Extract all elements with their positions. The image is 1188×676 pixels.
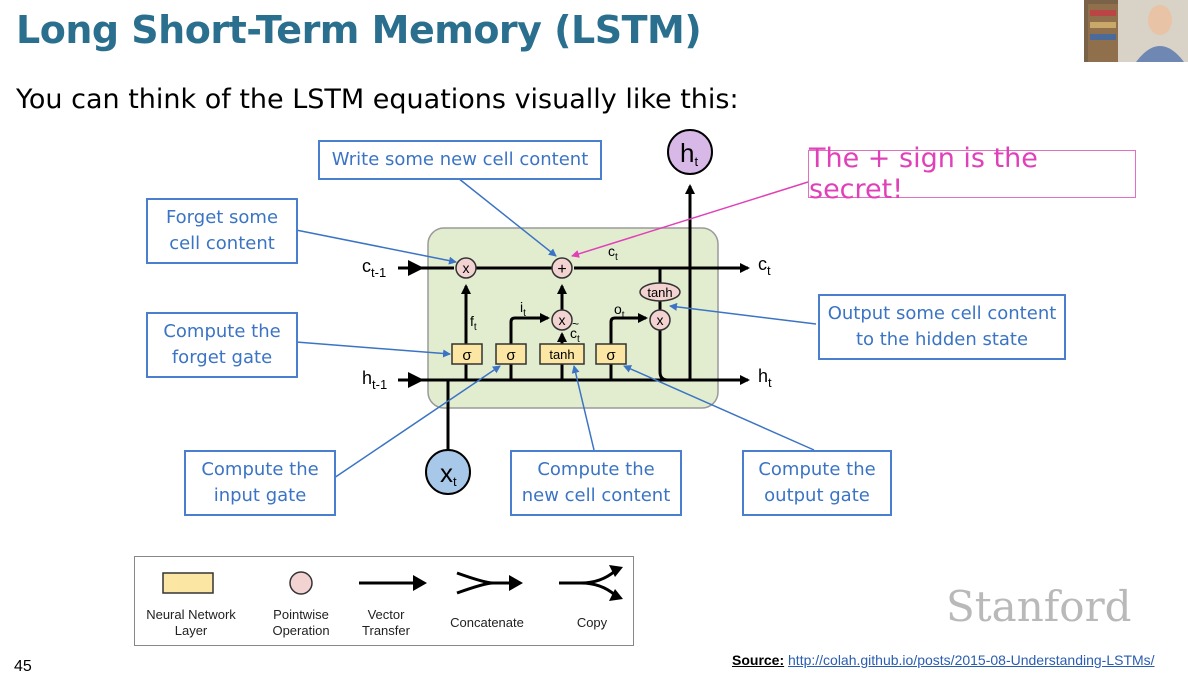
callout-output-cell-line1: Output some cell content [827,303,1057,324]
multiply-symbol: x [657,312,664,328]
h-prev-label: ht-1 [362,368,387,392]
callout-output-cell-line2: to the hidden state [855,329,1029,350]
callout-input-gate-line1: Compute the [201,459,319,480]
input-multiply-op: x [551,309,573,331]
h-out-label: ht [758,366,772,390]
callout-write-text: Write some new cell content [331,149,589,170]
pointwise-legend-icon [289,571,313,595]
ctilde-label: ct [570,325,580,345]
layer-legend-icon [162,572,214,594]
svg-text:ht: ht [680,138,698,169]
tanh-layer-label: tanh [549,347,574,362]
forget-multiply-op: x [455,257,477,279]
input-gate-pointer [333,365,501,479]
f-label: ft [470,313,477,333]
source-link[interactable]: http://colah.github.io/posts/2015-08-Und… [788,652,1155,668]
stanford-watermark: Stanford [946,582,1132,631]
slide-number: 45 [14,658,32,675]
source-citation: Source: http://colah.github.io/posts/201… [732,652,1155,668]
write-pointer [457,177,557,257]
output-cell-pointer [669,302,817,325]
callout-new-cell-line1: Compute the [537,459,655,480]
callout-forget-gate-line1: Compute the [163,321,281,342]
sigma-label: σ [462,347,472,364]
new-cell-pointer [571,365,595,451]
source-label: Source: [732,652,785,668]
tilde-mark: ~ [572,317,579,331]
input-gate-layer: σ [495,343,527,365]
slide-title: Long Short-Term Memory (LSTM) [16,8,702,52]
callout-input-gate-line2: input gate [213,485,307,506]
callout-output-gate: Compute the output gate [742,450,892,516]
callout-output-gate-line2: output gate [764,485,870,506]
i-label: it [520,299,526,319]
callout-output-gate-line1: Compute the [758,459,876,480]
forget-pointer [295,229,457,265]
sigma-label: σ [506,347,516,364]
multiply-symbol: x [559,312,566,328]
callout-output-cell: Output some cell content to the hidden s… [818,294,1066,360]
callout-forget-line1: Forget some [165,207,279,228]
sigma-label: σ [606,347,616,364]
o-label: ot [614,301,625,321]
forget-gate-pointer [295,341,451,358]
legend-symbols [162,565,623,601]
candidate-layer: tanh [539,343,585,365]
forget-gate-layer: σ [451,343,483,365]
plus-op: + [551,257,573,279]
concatenate-icon [456,571,523,595]
callout-new-cell-line2: new cell content [521,485,671,506]
callout-forget: Forget some cell content [146,198,298,264]
tanh-op: tanh [639,282,681,302]
callout-forget-gate-line2: forget gate [171,347,273,368]
copy-icon [559,565,623,601]
legend-label-concatenate: Concatenate [450,615,524,630]
svg-text:xt: xt [440,458,457,489]
callout-forget-line2: cell content [169,233,275,254]
x-input-node: xt [425,449,471,495]
webcam-thumbnail [1084,0,1188,62]
h-output-node: ht [667,129,713,175]
callout-new-cell: Compute the new cell content [510,450,682,516]
c-out-label: ct [758,254,771,278]
output-multiply-op: x [649,309,671,331]
vector-transfer-icon [359,575,427,591]
callout-secret: The + sign is the secret! [808,143,1136,205]
tanh-op-label: tanh [647,285,672,300]
callout-input-gate: Compute the input gate [184,450,336,516]
callout-forget-gate: Compute the forget gate [146,312,298,378]
multiply-symbol: x [463,260,470,276]
output-gate-layer: σ [595,343,627,365]
secret-pointer [571,181,809,258]
c-prev-label: ct-1 [362,256,386,280]
legend-label-copy: Copy [576,615,608,630]
webcam-image-icon [1084,0,1188,62]
c-mid-label: ct [608,243,618,263]
callout-write: Write some new cell content [318,140,602,180]
output-gate-pointer [623,365,815,451]
slide-subtitle: You can think of the LSTM equations visu… [16,84,739,115]
plus-symbol: + [557,261,566,278]
